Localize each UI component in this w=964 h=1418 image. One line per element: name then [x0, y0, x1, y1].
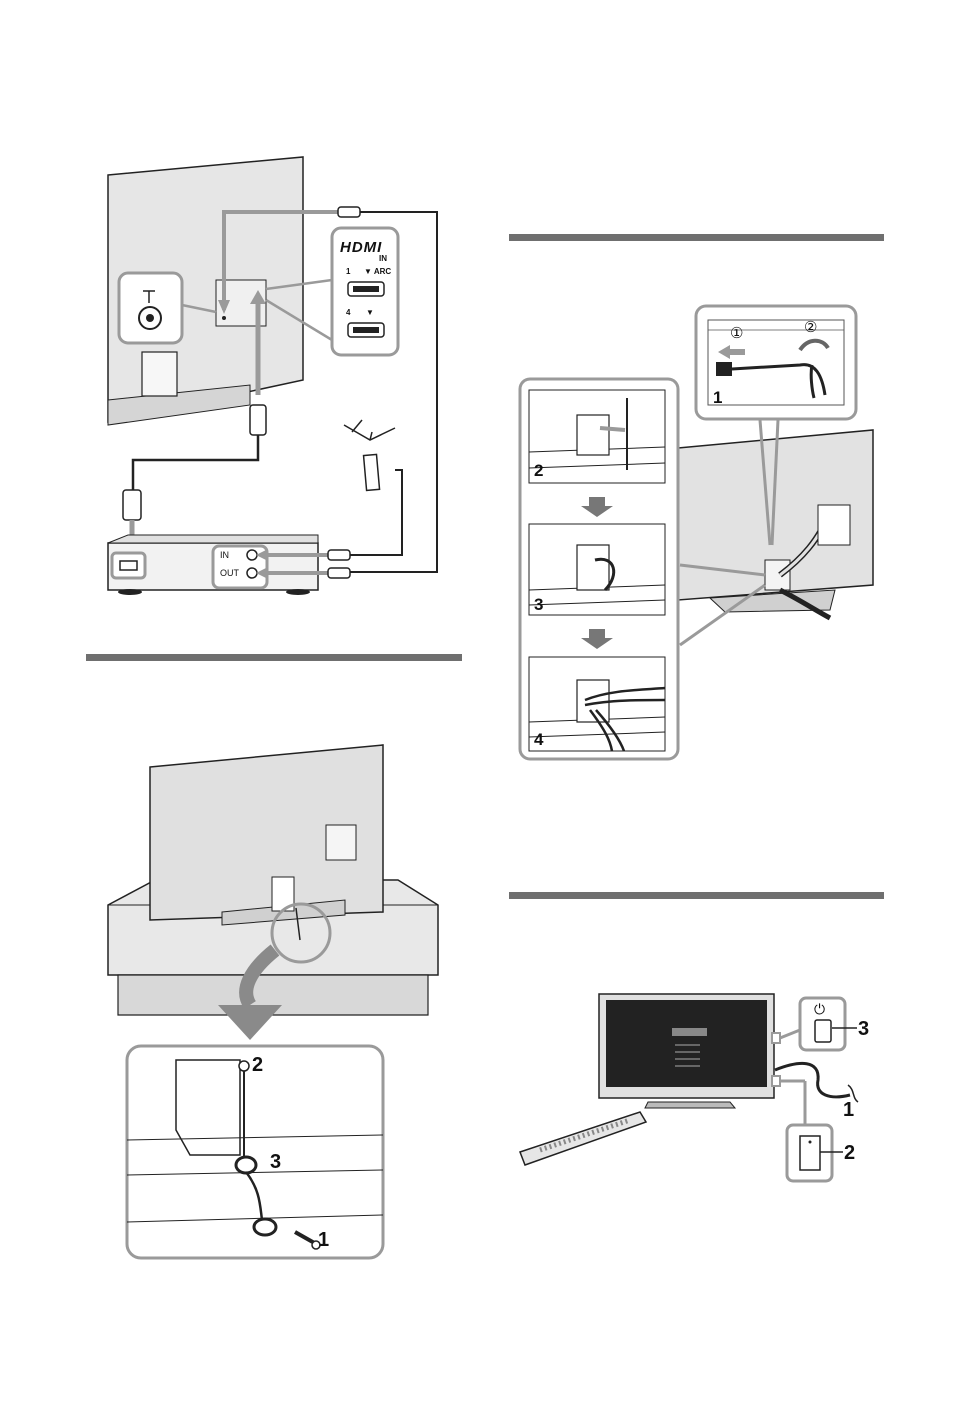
remote-control-illustration [520, 1112, 646, 1165]
power-label-3: 3 [858, 1019, 869, 1039]
power-label-1: 1 [843, 1100, 854, 1120]
power-label-2: 2 [844, 1143, 855, 1163]
power-symbol-icon: ⏻ [814, 1002, 825, 1016]
